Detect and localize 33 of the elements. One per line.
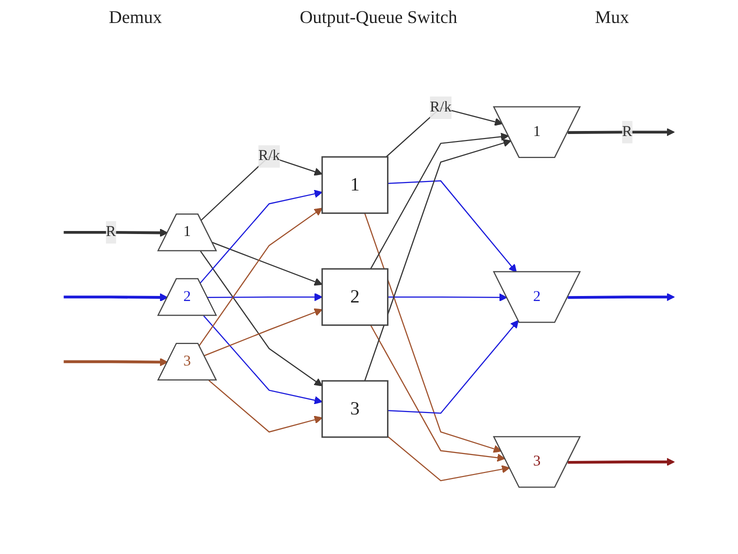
edge-label: R xyxy=(106,224,116,240)
edge-label: R/k xyxy=(258,148,280,164)
arrow xyxy=(364,212,502,452)
column-heading: Mux xyxy=(595,6,630,28)
arrow xyxy=(370,132,509,269)
arrow xyxy=(370,324,506,462)
node-box xyxy=(321,268,388,326)
switch-diagram: R R/k R/k R 1 2 3 1 2 3 1 2 3 xyxy=(0,88,738,494)
arrow xyxy=(198,207,323,346)
arrow xyxy=(364,138,512,381)
arrow xyxy=(388,180,517,272)
arrow xyxy=(388,320,519,414)
arrow xyxy=(200,250,323,386)
arrow xyxy=(208,380,323,432)
arrow xyxy=(212,242,323,286)
arrow xyxy=(204,308,323,356)
arrow xyxy=(64,358,168,366)
edge-label: R/k xyxy=(430,98,452,115)
column-heading: Demux xyxy=(108,6,162,28)
arrow xyxy=(568,457,675,466)
node-box xyxy=(321,380,388,438)
edge-label: R xyxy=(622,123,632,140)
node-box xyxy=(321,156,388,214)
arrow xyxy=(568,292,675,301)
arrow xyxy=(388,292,508,302)
arrow xyxy=(64,292,168,302)
arrow xyxy=(200,189,323,284)
arrow xyxy=(568,128,675,136)
column-heading: Output-Queue Switch xyxy=(300,6,458,28)
arrow xyxy=(387,436,510,481)
arrow xyxy=(64,228,168,237)
arrow xyxy=(207,292,323,301)
arrow xyxy=(203,315,323,404)
